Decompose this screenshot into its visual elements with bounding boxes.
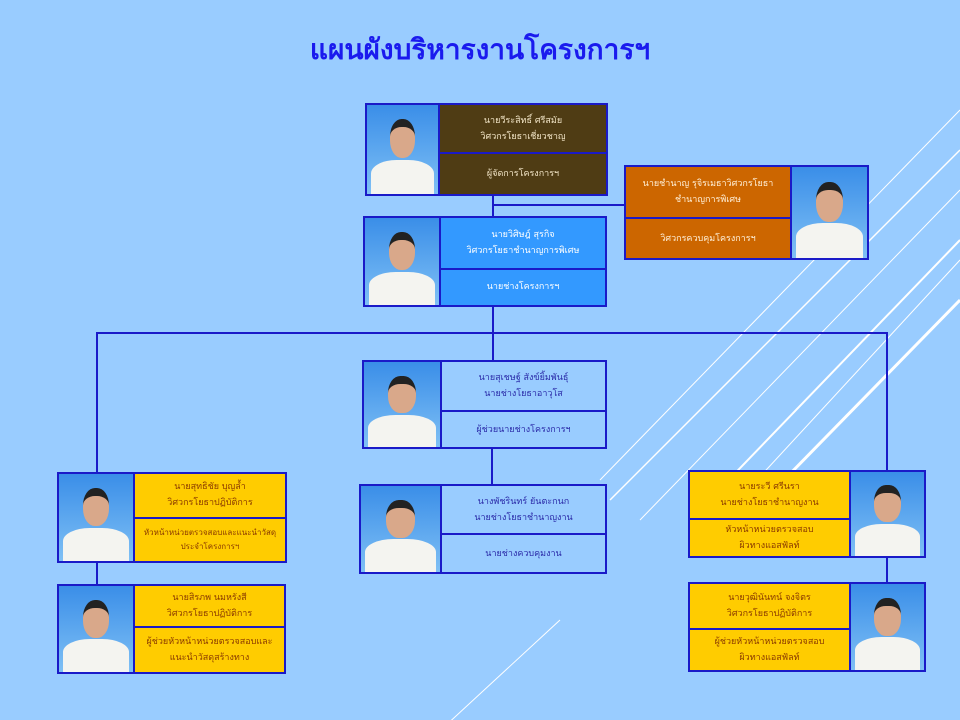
- left1-role: หัวหน้าหน่วยตรวจสอบและแนะนำวัสดุ: [143, 527, 277, 537]
- controller-name: นายชำนาญ รุจิรเมธาวิศวกรโยธา: [642, 179, 774, 190]
- left1-name: นายสุทธิชัย บุญล้ำ: [174, 482, 246, 493]
- controller-position: ชำนาญการพิเศษ: [674, 195, 742, 206]
- manager-node: นายวีระสิทธิ์ ศรีสมัยวิศวกรโยธาเชี่ยวชาญ…: [438, 103, 608, 196]
- right2-role: ผู้ช่วยหัวหน้าหน่วยตรวจสอบ: [714, 637, 825, 648]
- right2-position: วิศวกรโยธาปฏิบัติการ: [726, 609, 813, 620]
- right1-node: นายระวี ศรีนรานายช่างโยธาชำนาญงาน หัวหน้…: [688, 470, 851, 558]
- engineer-role: นายช่างโครงการฯ: [486, 282, 560, 293]
- assistant-name: นายสุเชษฐ์ สังข์ยิ้มพันธุ์: [478, 373, 569, 384]
- connector-line: [96, 562, 98, 584]
- controller-node: นายชำนาญ รุจิรเมธาวิศวกรโยธาชำนาญการพิเศ…: [624, 165, 792, 260]
- supervisor-photo: [359, 484, 442, 574]
- manager-photo: [365, 103, 440, 196]
- left2-position: วิศวกรโยธาปฏิบัติการ: [166, 609, 253, 619]
- left2-name: นายสิรภพ นมหรังสี: [172, 593, 247, 603]
- left2-role: ผู้ช่วยหัวหน้าหน่วยตรวจสอบและ: [146, 637, 273, 647]
- engineer-node: นายวิศิษฎ์ สุรกิจวิศวกรโยธาชำนาญการพิเศษ…: [439, 216, 607, 307]
- right1-role-2: ผิวทางแอสฟัลท์: [739, 540, 800, 551]
- assistant-position: นายช่างโยธาอาวุโส: [484, 389, 563, 400]
- controller-photo: [790, 165, 869, 260]
- right1-name: นายระวี ศรีนรา: [739, 481, 800, 492]
- connector-line: [96, 332, 888, 334]
- left2-role-2: แนะนำวัสดุสร้างทาง: [169, 653, 250, 663]
- assistant-role: ผู้ช่วยนายช่างโครงการฯ: [476, 424, 571, 435]
- connector-line: [491, 448, 493, 484]
- supervisor-name: นางพัชรินทร์ ยันตะกนก: [477, 496, 570, 507]
- connector-line: [886, 332, 888, 470]
- right2-photo: [849, 582, 926, 672]
- supervisor-role: นายช่างควบคุมงาน: [485, 548, 562, 559]
- connector-line: [492, 204, 624, 206]
- assistant-node: นายสุเชษฐ์ สังข์ยิ้มพันธุ์นายช่างโยธาอาว…: [440, 360, 607, 449]
- right2-role-2: ผิวทางแอสฟัลท์: [739, 653, 800, 664]
- manager-position: วิศวกรโยธาเชี่ยวชาญ: [480, 131, 566, 142]
- right1-role: หัวหน้าหน่วยตรวจสอบ: [725, 524, 814, 535]
- engineer-position: วิศวกรโยธาชำนาญการพิเศษ: [466, 245, 580, 256]
- left2-node: นายสิรภพ นมหรังสีวิศวกรโยธาปฏิบัติการ ผู…: [133, 584, 286, 674]
- right1-photo: [849, 470, 926, 558]
- engineer-name: นายวิศิษฎ์ สุรกิจ: [491, 229, 555, 240]
- supervisor-position: นายช่างโยธาชำนาญงาน: [474, 512, 573, 523]
- left1-position: วิศวกรโยธาปฏิบัติการ: [167, 498, 253, 509]
- connector-line: [96, 332, 98, 472]
- supervisor-node: นางพัชรินทร์ ยันตะกนกนายช่างโยธาชำนาญงาน…: [440, 484, 607, 574]
- left1-photo: [57, 472, 135, 563]
- connector-line: [886, 557, 888, 582]
- right1-position: นายช่างโยธาชำนาญงาน: [720, 497, 819, 508]
- page-title: แผนผังบริหารงานโครงการฯ: [309, 33, 651, 66]
- manager-role: ผู้จัดการโครงการฯ: [486, 169, 560, 180]
- left1-node: นายสุทธิชัย บุญล้ำวิศวกรโยธาปฏิบัติการ ห…: [133, 472, 287, 563]
- right2-node: นายวุฒินันทน์ จงจิตรวิศวกรโยธาปฏิบัติการ…: [688, 582, 851, 672]
- manager-name: นายวีระสิทธิ์ ศรีสมัย: [483, 115, 563, 126]
- right2-name: นายวุฒินันทน์ จงจิตร: [728, 593, 811, 604]
- left2-photo: [57, 584, 135, 674]
- controller-role: วิศวกรควบคุมโครงการฯ: [660, 233, 756, 244]
- engineer-photo: [363, 216, 441, 307]
- assistant-photo: [362, 360, 442, 449]
- left1-role-2: ประจำโครงการฯ: [180, 541, 240, 551]
